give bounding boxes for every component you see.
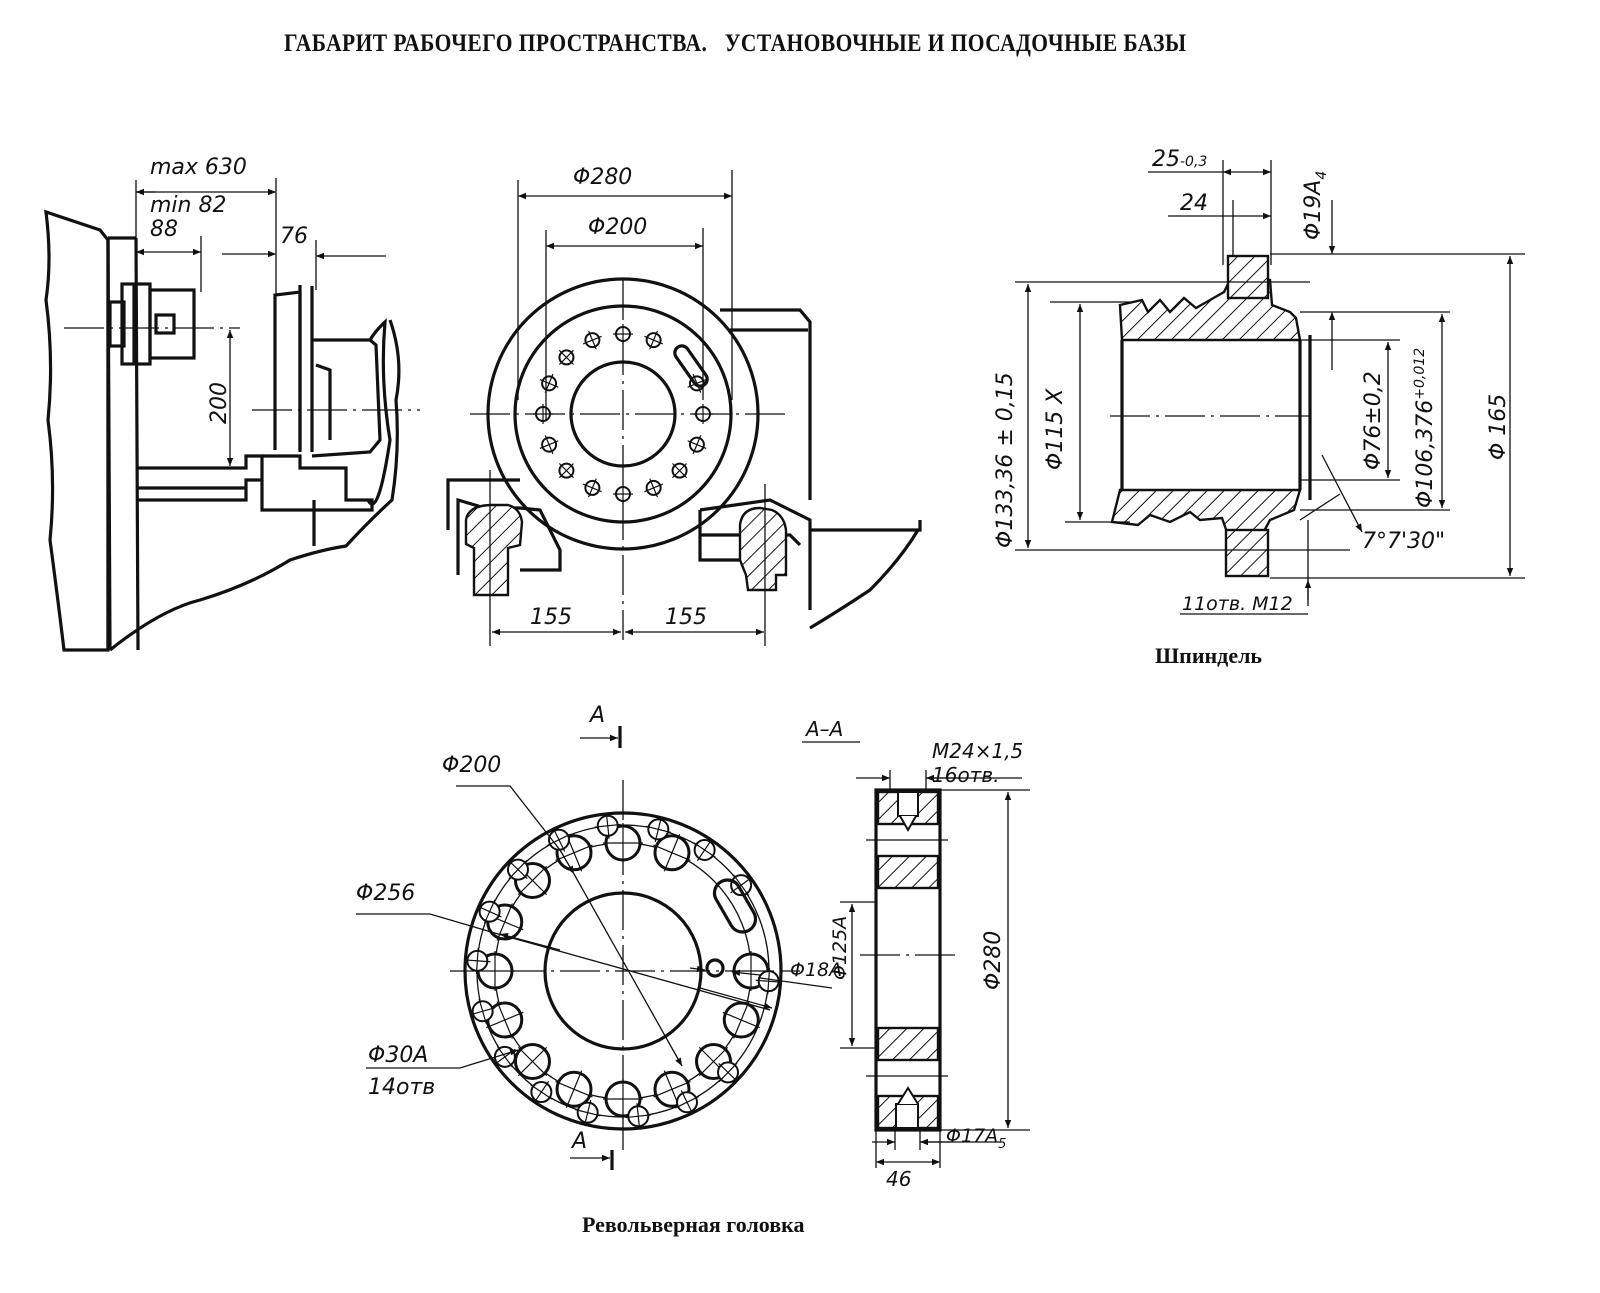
dim-front-155-left: 155 — [530, 605, 572, 630]
turret-small-hole-crosshair — [645, 816, 672, 843]
front-bolt-hole-crosshair — [558, 463, 574, 479]
front-bolt-hole-crosshair — [558, 349, 574, 365]
front-bolt-hole-crosshair — [693, 404, 713, 424]
front-bolt-hole-crosshair — [687, 435, 707, 455]
spindle-key-top — [1226, 254, 1270, 300]
spindle-lower-section — [1110, 488, 1302, 537]
turret-small-hole-crosshair — [469, 998, 496, 1024]
section-a-a: A–A M24×1,5 16отв. Φ280 Φ125A — [802, 717, 1030, 1191]
key-slot — [673, 344, 709, 388]
dim-max-630: max 630 — [150, 155, 247, 180]
dim-spindle-76: Φ76±0,2 — [1361, 371, 1386, 470]
dim-turret-30-count: 14отв — [368, 1075, 435, 1100]
turret-large-hole-crosshair — [722, 1001, 760, 1039]
turret-small-hole-crosshair — [547, 827, 571, 852]
front-bolt-hole-crosshair — [582, 330, 602, 350]
front-bolt-hole-crosshair — [644, 478, 664, 498]
carriage — [138, 454, 264, 502]
bolt-hole-circle — [533, 324, 713, 504]
dim-turret-200: Φ200 — [442, 753, 501, 778]
left-guide — [464, 503, 524, 597]
dim-spindle-115: Φ115 X — [1043, 388, 1068, 470]
section-body — [874, 788, 942, 1132]
turret-large-hole-crosshair — [555, 1070, 593, 1108]
side-view: max 630 min 82 88 76 200 — [44, 155, 420, 652]
dim-front-280: Φ280 — [573, 165, 632, 190]
front-bolt-hole-crosshair — [644, 330, 664, 350]
turret-slide — [273, 290, 302, 450]
turret-small-hole-crosshair — [530, 1080, 553, 1104]
dim-m24: M24×1,5 — [932, 739, 1023, 763]
dim-section-46: 46 — [886, 1167, 911, 1191]
front-view: Φ280 Φ200 155 155 — [446, 165, 922, 646]
spindle-bolt-bottom — [1224, 528, 1270, 578]
turret-caption: Револьверная головка — [582, 1212, 804, 1237]
front-bolt-hole-crosshair — [672, 463, 688, 479]
large-hole-circle — [475, 823, 771, 1119]
dim-spindle-133: Φ133,36 ± 0,15 — [993, 372, 1018, 548]
dim-spindle-165: Φ 165 — [1486, 394, 1511, 460]
turret-small-hole-crosshair — [675, 1090, 699, 1115]
dim-spindle-106: Φ106,376+0,012 — [1412, 348, 1438, 508]
right-guide — [738, 506, 788, 592]
turret-small-hole-crosshair — [508, 859, 528, 880]
column — [106, 236, 140, 651]
turret-slot — [712, 878, 758, 934]
turret-large-hole-crosshair — [603, 1079, 643, 1119]
turret-small-hole-crosshair — [625, 1103, 652, 1130]
turret-large-hole-crosshair — [517, 1046, 548, 1077]
turret-small-hole-crosshair — [477, 899, 502, 924]
dim-m24-count: 16отв. — [932, 763, 999, 787]
dim-88: 88 — [150, 217, 178, 242]
section-label: A–A — [804, 717, 843, 741]
front-bolt-hole-crosshair — [539, 373, 559, 393]
chuck-body — [148, 288, 196, 360]
turret-large-hole-crosshair — [603, 823, 643, 863]
spindle-view: 25-0,3 24 Φ19A4 Φ133,36 ± 0,15 Φ115 X Φ7… — [993, 147, 1525, 668]
dim-spindle-25: 25-0,3 — [1152, 147, 1207, 172]
dim-spindle-19: Φ19A4 — [1301, 171, 1330, 240]
dim-turret-30: Φ30A — [368, 1043, 428, 1068]
dim-section-280: Φ280 — [981, 931, 1006, 990]
turret-large-hole-crosshair — [486, 1001, 524, 1039]
turret-small-hole-crosshair — [464, 947, 491, 974]
turret-large-hole-crosshair — [653, 834, 691, 872]
front-bolt-hole-crosshair — [582, 478, 602, 498]
dim-front-155-right: 155 — [665, 605, 707, 630]
dim-section-17: Φ17A5 — [946, 1125, 1006, 1152]
bed-outline — [44, 209, 110, 652]
turret-small-hole-crosshair — [718, 1062, 738, 1083]
front-bolt-hole-crosshair — [539, 435, 559, 455]
turret-small-hole-crosshair — [574, 1099, 601, 1126]
dim-min-82: min 82 — [150, 193, 226, 218]
turret-large-hole-crosshair — [475, 951, 515, 991]
spindle-upper-section — [1118, 278, 1302, 342]
dim-turret-256: Φ256 — [356, 881, 415, 906]
dim-spindle-angle: 7°7'30" — [1362, 529, 1445, 554]
dim-turret-18: Φ18A — [790, 959, 842, 981]
section-mark-bottom: A — [570, 1129, 587, 1154]
dim-front-200: Φ200 — [588, 215, 647, 240]
turret-view: A A Φ200 Φ256 Φ30A 14отв Φ18A — [356, 703, 842, 1170]
turret-small-hole-crosshair — [730, 874, 752, 897]
front-bolt-hole-crosshair — [613, 324, 633, 344]
page-title: ГАБАРИТ РАБОЧЕГО ПРОСТРАНСТВА. УСТАНОВОЧ… — [284, 30, 1187, 57]
dim-spindle-holes: 11отв. M12 — [1182, 593, 1293, 615]
section-mark-top: A — [588, 703, 605, 728]
front-bolt-hole-crosshair — [613, 484, 633, 504]
dim-spindle-24: 24 — [1180, 191, 1208, 216]
turret-small-hole-crosshair — [755, 968, 782, 995]
housing — [720, 308, 812, 500]
dim-section-125: Φ125A — [829, 916, 851, 980]
front-bolt-hole-crosshair — [533, 404, 553, 424]
turret-small-hole-crosshair — [693, 838, 716, 862]
dim-76: 76 — [280, 224, 308, 249]
small-hole-circle — [464, 812, 782, 1130]
turret-small-hole-crosshair — [594, 812, 621, 839]
dim-200: 200 — [207, 382, 232, 424]
spindle-caption: Шпиндель — [1155, 643, 1262, 668]
